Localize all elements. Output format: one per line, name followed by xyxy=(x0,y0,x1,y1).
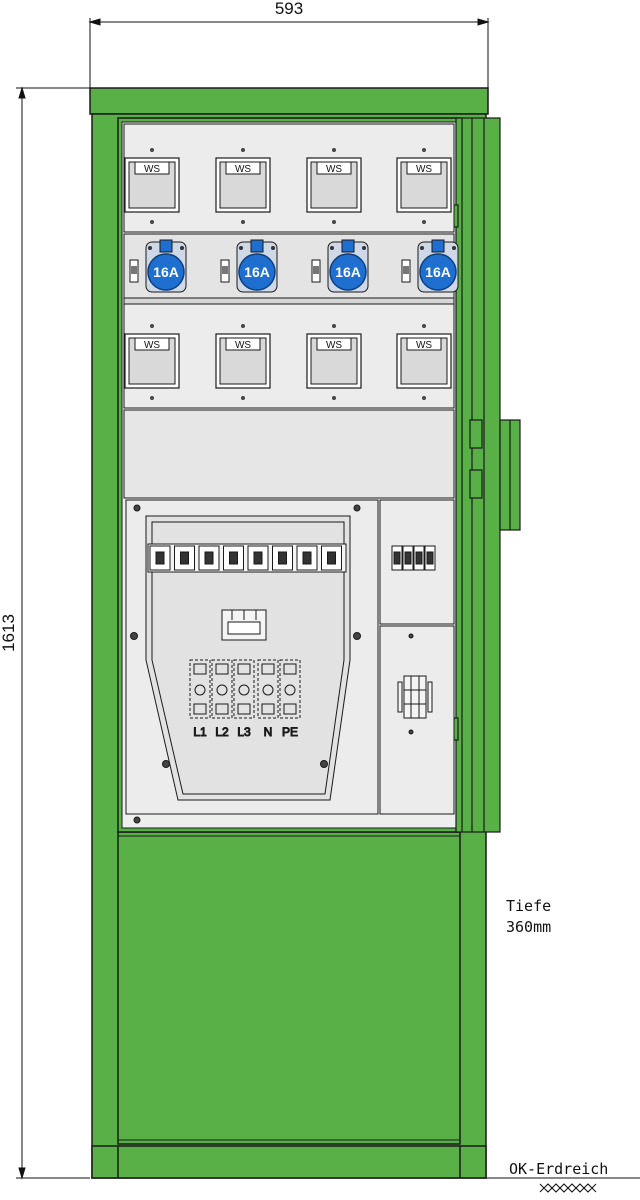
meter-ws: WS xyxy=(124,148,180,224)
circuit-breaker xyxy=(272,545,293,571)
meter-row-bottom: WS WS WS WS xyxy=(123,303,455,409)
circuit-breaker xyxy=(149,545,171,571)
socket-group: 16A 16A 16A 16A xyxy=(129,239,459,293)
meter-label: WS xyxy=(416,340,432,351)
terminal-label: N xyxy=(264,725,273,739)
cee-socket-16a: 16A xyxy=(220,239,278,293)
terminal-block: N xyxy=(257,659,279,740)
ground-level-note: OK-Erdreich xyxy=(509,1160,608,1178)
socket-row: 16A 16A 16A 16A xyxy=(123,233,459,305)
width-dimension-label: 593 xyxy=(275,0,303,18)
circuit-breaker xyxy=(223,545,244,571)
distribution-panel: L1 L2 L3 N PE xyxy=(125,499,379,824)
height-dimension xyxy=(16,86,90,1180)
meter-ws: WS xyxy=(215,148,271,224)
terminal-block: L1 xyxy=(189,659,211,740)
terminal-label: PE xyxy=(282,725,298,739)
depth-note-line2: 360mm xyxy=(506,918,551,936)
socket-label: 16A xyxy=(335,264,361,280)
meter-ws: WS xyxy=(306,324,362,400)
small-breakers xyxy=(391,545,436,571)
circuit-breaker xyxy=(247,545,269,571)
depth-note-line1: Tiefe xyxy=(506,897,551,915)
meter-group-top: WS WS WS WS xyxy=(124,148,452,224)
door-side-view xyxy=(437,117,521,833)
meter-label: WS xyxy=(326,164,342,175)
cee-socket-16a: 16A xyxy=(401,239,459,293)
meter-label: WS xyxy=(235,340,251,351)
cee-socket-16a: 16A xyxy=(129,239,187,293)
meter-ws: WS xyxy=(396,324,452,400)
meter-label: WS xyxy=(326,340,342,351)
side-panels xyxy=(379,499,455,815)
circuit-breaker xyxy=(321,545,342,571)
cee-socket-16a: 16A xyxy=(311,239,369,293)
circuit-breaker xyxy=(296,545,318,571)
meter-label: WS xyxy=(144,340,160,351)
terminal-label: L3 xyxy=(237,725,251,739)
height-dimension-label: 1613 xyxy=(0,614,18,652)
small-breaker xyxy=(413,545,425,571)
terminal-block: L3 xyxy=(233,659,255,740)
small-breaker xyxy=(424,545,436,571)
terminal-label: L2 xyxy=(215,725,229,739)
blank-cover-panel xyxy=(123,409,455,499)
terminal-block: L2 xyxy=(211,659,233,740)
socket-label: 16A xyxy=(425,264,451,280)
meter-group-bottom: WS WS WS WS xyxy=(124,324,452,400)
width-dimension xyxy=(88,18,490,88)
meter-ws: WS xyxy=(215,324,271,400)
meter-ws: WS xyxy=(396,148,452,224)
meter-label: WS xyxy=(416,164,432,175)
terminal-block: PE xyxy=(279,659,301,740)
small-terminal-block xyxy=(397,675,433,719)
meter-label: WS xyxy=(144,164,160,175)
ground-hatch xyxy=(539,1183,597,1193)
circuit-breaker xyxy=(174,545,195,571)
small-breaker xyxy=(402,545,414,571)
socket-label: 16A xyxy=(244,264,270,280)
terminal-label: L1 xyxy=(193,725,207,739)
meter-row-top: WS WS WS WS xyxy=(123,123,455,233)
circuit-breaker xyxy=(198,545,220,571)
meter-ws: WS xyxy=(306,148,362,224)
breaker-rail xyxy=(149,545,342,571)
small-breaker xyxy=(391,545,403,571)
meter-ws: WS xyxy=(124,324,180,400)
meter-label: WS xyxy=(235,164,251,175)
socket-label: 16A xyxy=(153,264,179,280)
terminal-blocks: L1 L2 L3 N PE xyxy=(189,659,301,740)
